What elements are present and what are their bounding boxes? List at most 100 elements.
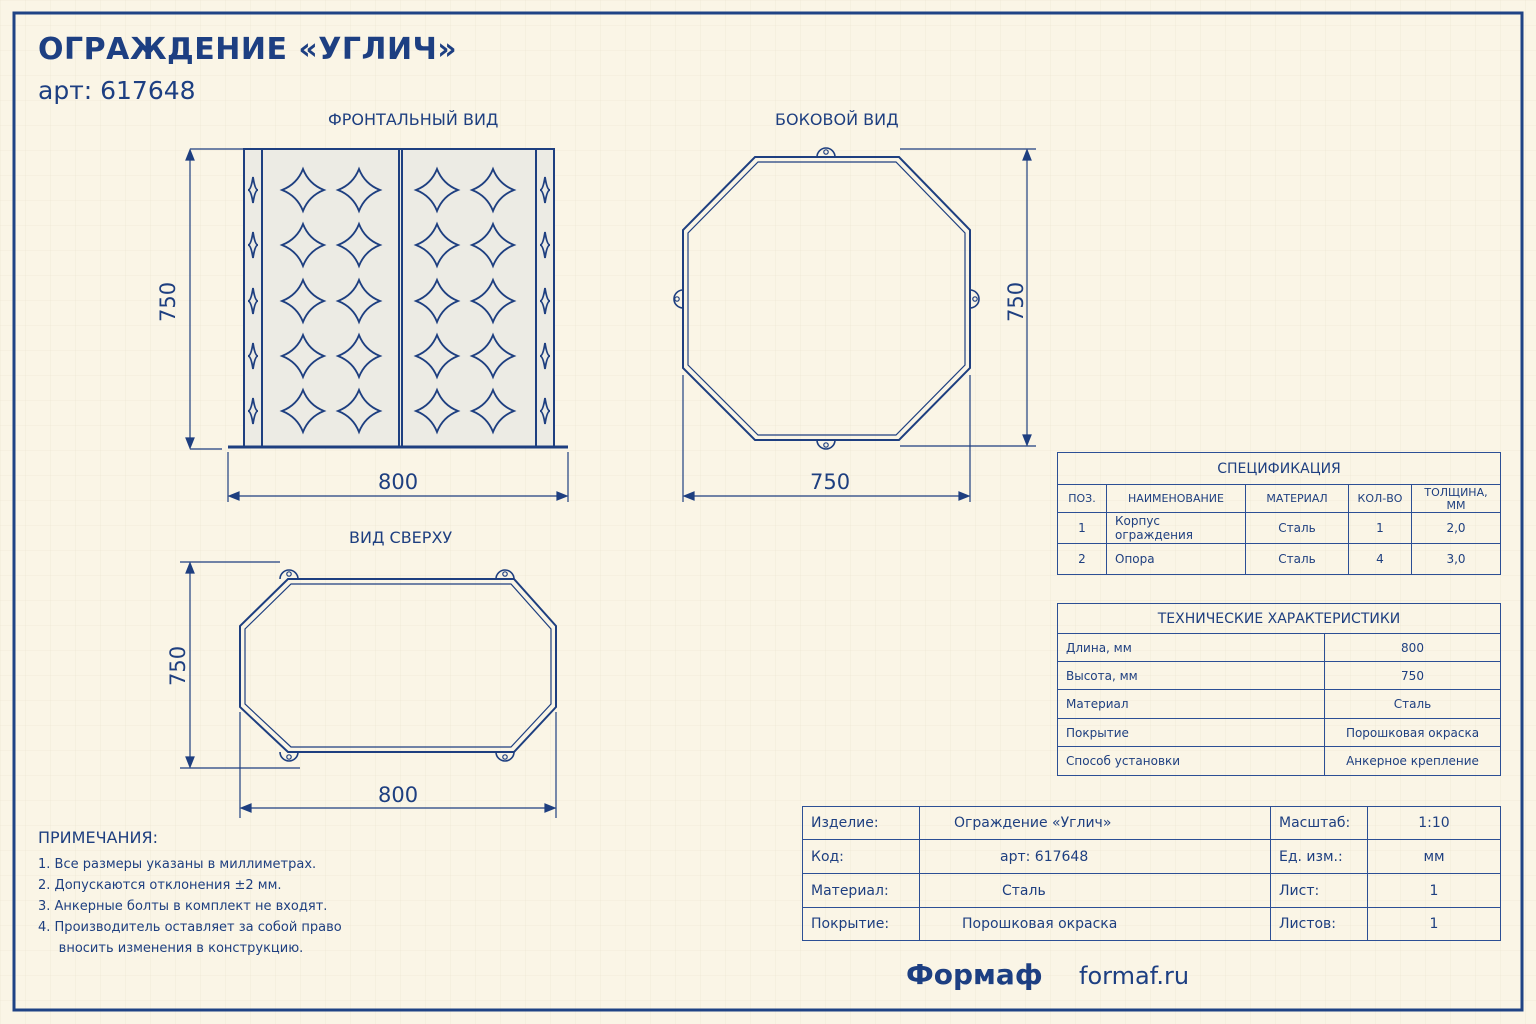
top-width-dimension: 800 <box>378 783 419 807</box>
titleblock-value: 1:10 <box>1367 806 1501 840</box>
front-cutout-pattern <box>247 166 551 435</box>
side-view-drawing <box>673 147 980 450</box>
table-row: Материал: Сталь Лист: 1 <box>802 873 1501 908</box>
table-row: Покрытие: Порошковая окраска Листов: 1 <box>802 907 1501 941</box>
table-row: Код: арт: 617648 Ед. изм.: мм <box>802 839 1501 874</box>
side-strip-cutout <box>539 231 551 259</box>
star-cutout <box>469 166 517 214</box>
specification-table: СПЕЦИФИКАЦИЯ ПОЗ. НАИМЕНОВАНИЕ МАТЕРИАЛ … <box>1057 452 1501 575</box>
tech-characteristics-table: ТЕХНИЧЕСКИЕ ХАРАКТЕРИСТИКИ Длина, мм 800… <box>1057 603 1501 776</box>
tech-label: Покрытие <box>1057 718 1325 747</box>
side-strip-cutout <box>539 287 551 315</box>
titleblock-label: Листов: <box>1270 907 1368 941</box>
table-row: 2 Опора Сталь 4 3,0 <box>1057 543 1501 575</box>
star-cutout <box>469 387 517 435</box>
top-view-drawing <box>239 569 557 762</box>
star-cutout <box>469 277 517 325</box>
star-cutout <box>413 387 461 435</box>
spec-cell: Сталь <box>1245 512 1349 544</box>
tech-title: ТЕХНИЧЕСКИЕ ХАРАКТЕРИСТИКИ <box>1057 603 1501 634</box>
spec-cell: Корпус ограждения <box>1106 512 1246 544</box>
specification-header-row: ПОЗ. НАИМЕНОВАНИЕ МАТЕРИАЛ КОЛ-ВО ТОЛЩИН… <box>1057 484 1501 513</box>
star-cutout <box>335 332 383 380</box>
tech-label: Высота, мм <box>1057 661 1325 690</box>
titleblock-label: Материал: <box>802 873 920 908</box>
side-strip-cutout <box>247 287 259 315</box>
drawing-title: ОГРАЖДЕНИЕ «УГЛИЧ» <box>38 32 458 67</box>
table-row: 1 Корпус ограждения Сталь 1 2,0 <box>1057 512 1501 544</box>
star-cutout <box>413 166 461 214</box>
table-row: Высота, мм 750 <box>1057 661 1501 690</box>
brand-logo: Формаф <box>906 958 1043 991</box>
spec-cell: 4 <box>1348 543 1412 575</box>
top-dimensions <box>180 561 557 818</box>
tech-value: Анкерное крепление <box>1324 746 1501 776</box>
star-cutout <box>413 221 461 269</box>
front-view-drawing <box>228 148 568 449</box>
table-row: Покрытие Порошковая окраска <box>1057 718 1501 747</box>
star-cutout <box>413 332 461 380</box>
titleblock-label: Лист: <box>1270 873 1368 908</box>
front-dimensions <box>185 148 569 502</box>
table-row: Длина, мм 800 <box>1057 633 1501 662</box>
titleblock-label: Покрытие: <box>802 907 920 941</box>
tech-label: Длина, мм <box>1057 633 1325 662</box>
star-cutout <box>279 387 327 435</box>
front-view-title: ФРОНТАЛЬНЫЙ ВИД <box>328 110 499 129</box>
side-view-title: БОКОВОЙ ВИД <box>775 110 899 129</box>
spec-cell: 2,0 <box>1411 512 1501 544</box>
note-item: вносить изменения в конструкцию. <box>38 941 304 956</box>
side-height-dimension: 750 <box>1004 281 1028 322</box>
notes-list: 1. Все размеры указаны в миллиметрах. 2.… <box>38 854 342 959</box>
spec-header-name: НАИМЕНОВАНИЕ <box>1106 484 1246 513</box>
side-strip-cutout <box>539 397 551 425</box>
article-number: арт: 617648 <box>38 76 196 105</box>
note-item: 4. Производитель оставляет за собой прав… <box>38 920 342 935</box>
spec-cell: Опора <box>1106 543 1246 575</box>
tech-label: Способ установки <box>1057 746 1325 776</box>
website-link[interactable]: formaf.ru <box>1079 962 1190 990</box>
top-height-dimension: 750 <box>166 645 190 686</box>
note-item: 3. Анкерные болты в комплект не входят. <box>38 899 328 914</box>
titleblock-label: Код: <box>802 839 920 874</box>
tech-value: Сталь <box>1324 689 1501 719</box>
titleblock-value: Сталь <box>919 873 1271 908</box>
front-width-dimension: 800 <box>378 470 419 494</box>
spec-cell: 3,0 <box>1411 543 1501 575</box>
spec-cell: 2 <box>1057 543 1107 575</box>
side-strip-cutout <box>247 176 259 204</box>
star-cutout <box>335 221 383 269</box>
star-cutout <box>279 166 327 214</box>
spec-header-qty: КОЛ-ВО <box>1348 484 1412 513</box>
titleblock-value: 1 <box>1367 873 1501 908</box>
notes-title: ПРИМЕЧАНИЯ: <box>38 828 158 847</box>
side-strip-cutout <box>539 342 551 370</box>
titleblock-value: Порошковая окраска <box>919 907 1271 941</box>
titleblock-value: арт: 617648 <box>919 839 1271 874</box>
star-cutout <box>469 221 517 269</box>
titleblock-value: 1 <box>1367 907 1501 941</box>
title-block: Изделие: Ограждение «Углич» Масштаб: 1:1… <box>802 806 1501 941</box>
spec-cell: Сталь <box>1245 543 1349 575</box>
side-strip-cutout <box>539 176 551 204</box>
star-cutout <box>279 221 327 269</box>
star-cutout <box>279 332 327 380</box>
titleblock-label: Масштаб: <box>1270 806 1368 840</box>
star-cutout <box>469 332 517 380</box>
sheet-border <box>12 11 1524 1012</box>
side-width-dimension: 750 <box>810 470 851 494</box>
titleblock-value: мм <box>1367 839 1501 874</box>
titleblock-value: Ограждение «Углич» <box>919 806 1271 840</box>
spec-header-thickness: ТОЛЩИНА, ММ <box>1411 484 1501 513</box>
spec-cell: 1 <box>1057 512 1107 544</box>
side-strip-cutout <box>247 231 259 259</box>
spec-cell: 1 <box>1348 512 1412 544</box>
top-view-title: ВИД СВЕРХУ <box>349 528 453 547</box>
tech-value: 750 <box>1324 661 1501 690</box>
table-row: Изделие: Ограждение «Углич» Масштаб: 1:1… <box>802 806 1501 840</box>
star-cutout <box>413 277 461 325</box>
table-row: Материал Сталь <box>1057 689 1501 719</box>
titleblock-label: Изделие: <box>802 806 920 840</box>
star-cutout <box>335 166 383 214</box>
